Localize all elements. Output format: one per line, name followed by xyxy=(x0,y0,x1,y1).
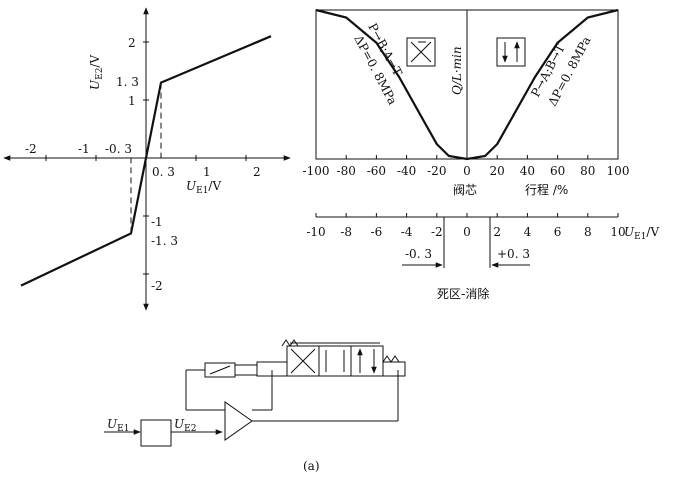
deadzone-tick-label: -10 xyxy=(306,225,325,239)
deadzone-tick-label: -6 xyxy=(371,225,383,239)
left-y-tick-neg1: -1 xyxy=(151,215,163,229)
right-x-tick-label: -80 xyxy=(337,164,356,178)
deadzone-tick-labels: -10 -8 -6 -4 -2 0 2 4 6 8 10 xyxy=(306,225,625,239)
figure-caption: (a) xyxy=(303,459,320,473)
deadzone-tick-label: 2 xyxy=(493,225,501,239)
left-curve xyxy=(20,35,272,287)
deadzone-tick-label: -4 xyxy=(401,225,413,239)
right-x-axis-label-1: 阀芯 xyxy=(453,183,477,197)
deadzone-tick-label: -8 xyxy=(340,225,352,239)
deadzone-right-value: +0. 3 xyxy=(497,247,530,261)
right-x-tick-labels: -100 -80 -60 -40 -20 0 20 40 60 80 100 xyxy=(303,164,630,178)
input-signal-label: UE1 xyxy=(107,417,129,434)
right-x-tick-label: 80 xyxy=(580,164,595,178)
left-y-tick-2: 2 xyxy=(128,36,136,50)
left-y-axis-label: UE2/V xyxy=(88,55,105,90)
left-x-tick-neg03: -0. 3 xyxy=(105,142,132,156)
deadzone-tick-label: 8 xyxy=(584,225,592,239)
valve-cross-2 xyxy=(290,348,316,374)
left-x-tick-2: 2 xyxy=(253,165,261,179)
right-x-tick-label: -100 xyxy=(303,164,330,178)
right-x-tick-label: 20 xyxy=(490,164,505,178)
right-x-tick-label: 0 xyxy=(463,164,471,178)
left-x-tick-03: 0. 3 xyxy=(152,165,175,179)
left-y-tick-13: 1. 3 xyxy=(116,75,139,89)
spring-left xyxy=(281,339,299,347)
deadzone-tick-label: 0 xyxy=(463,225,471,239)
right-y-axis-label: Q/L·min xyxy=(450,46,464,95)
deadzone-left-value: -0. 3 xyxy=(405,247,432,261)
right-x-tick-label: 60 xyxy=(550,164,565,178)
right-ticks xyxy=(315,155,619,159)
left-x-tick-neg1: -1 xyxy=(78,142,90,156)
left-chart: UE2/V UE1/V -2 -1 -0. 3 0. 3 1 2 2 1. 3 … xyxy=(3,7,291,311)
deadzone-caption: 死区-消除 xyxy=(437,286,489,301)
left-x-tick-neg2: -2 xyxy=(25,142,37,156)
mid-signal-label: UE2 xyxy=(174,417,196,434)
sensor-diagonal xyxy=(209,365,231,375)
deadzone-tick-label: 10 xyxy=(610,225,625,239)
right-chart: Q/L·min P→B;A→T ΔP=0. 8MPa P→A;B→T ΔP=0.… xyxy=(303,8,630,197)
solenoid-right xyxy=(382,361,406,377)
right-flow-curve xyxy=(315,8,619,161)
left-ticks xyxy=(45,41,247,275)
left-y-tick-neg2: -2 xyxy=(151,279,163,293)
deadzone-scale: -10 -8 -6 -4 -2 0 2 4 6 8 10 UE1/V -0. 3 +0. 3 死区-… xyxy=(306,213,659,301)
right-x-tick-label: 40 xyxy=(520,164,535,178)
deadzone-axis-label: UE1/V xyxy=(624,225,659,242)
spring-right xyxy=(382,355,400,363)
right-x-tick-label: 100 xyxy=(607,164,630,178)
deadzone-tick-label: 4 xyxy=(524,225,532,239)
deadzone-tick-label: 6 xyxy=(554,225,562,239)
right-x-tick-label: -40 xyxy=(397,164,416,178)
left-y-tick-neg13: -1. 3 xyxy=(151,234,178,248)
valve-symbol-parallel xyxy=(496,37,526,67)
left-x-tick-1: 1 xyxy=(203,165,211,179)
deadzone-tick-label: -2 xyxy=(431,225,443,239)
deadzone-compensator-block xyxy=(140,419,172,447)
amplifier-triangle xyxy=(224,401,253,441)
deadzone-ticks xyxy=(315,213,619,217)
valve-symbol-cross xyxy=(406,37,436,67)
right-x-tick-label: -60 xyxy=(367,164,386,178)
right-x-tick-label: -20 xyxy=(427,164,446,178)
sensor-rod xyxy=(234,364,258,376)
left-y-tick-1: 1 xyxy=(128,94,136,108)
left-x-axis-label: UE1/V xyxy=(186,179,221,196)
right-x-axis-label-2: 行程 /% xyxy=(525,182,568,197)
valve-body xyxy=(286,345,384,377)
circuit-schematic: UE1 UE2 xyxy=(104,339,406,447)
